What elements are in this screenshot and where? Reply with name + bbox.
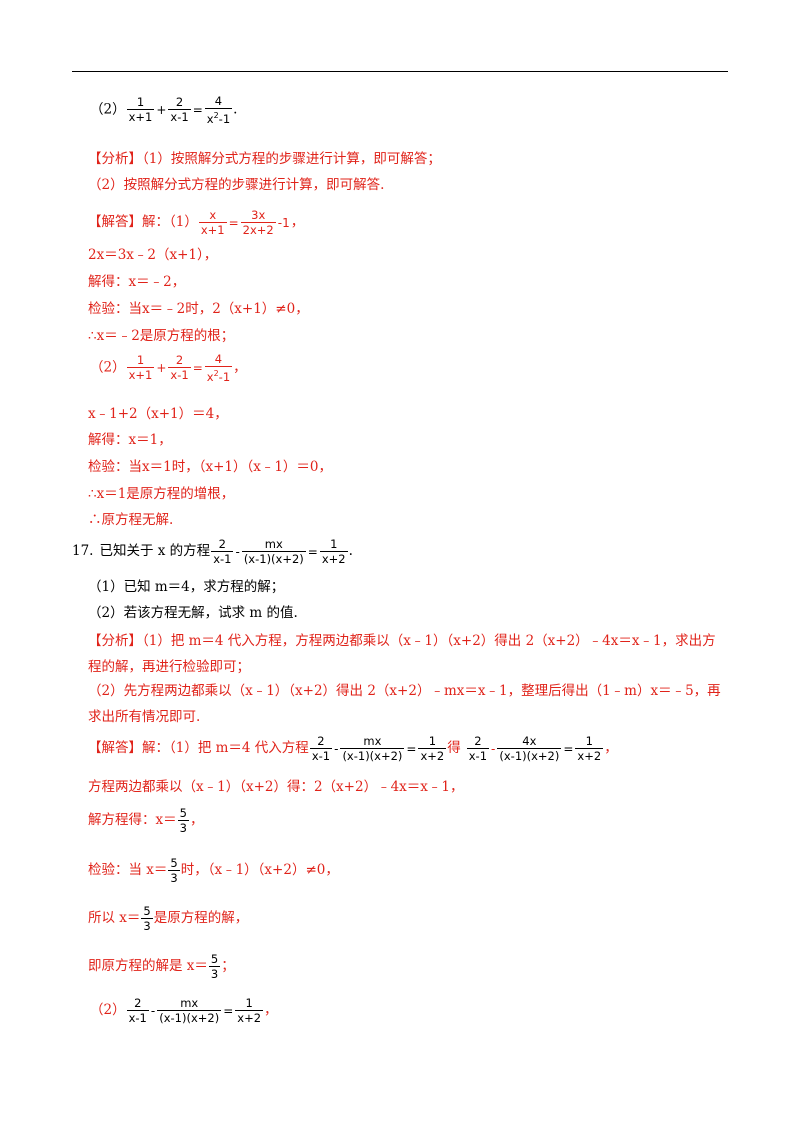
solution-step: ∴原方程无解. (88, 512, 174, 528)
question-part: （1）已知 m＝4，求方程的解； (88, 579, 285, 595)
fraction: 4x(x-1)(x+2) (497, 734, 562, 763)
analysis-line: 程的解，再进行检验即可； (88, 659, 250, 675)
solution-step: 解得：x＝﹣2， (88, 274, 186, 290)
solution-step: 检验：当x＝1时，（x+1）（x﹣1）＝0， (88, 459, 333, 475)
solution-step: 方程两边都乘以（x﹣1）（x+2）得：2（x+2）﹣4x＝x﹣1， (88, 779, 464, 795)
solution-step: 解得：x＝1， (88, 432, 172, 448)
fraction: mx(x-1)(x+2) (241, 537, 306, 566)
solution-step: ∴x＝1是原方程的增根， (88, 486, 235, 502)
part-label: （2） (90, 101, 126, 118)
question-number: 17. (72, 543, 94, 559)
question-part: （2）若该方程无解，试求 m 的值. (88, 605, 298, 621)
analysis-line: （2）先方程两边都乘以（x﹣1）（x+2）得出 2（x+2）﹣mx＝x﹣1，整理… (88, 683, 721, 699)
fraction: mx(x-1)(x+2) (340, 734, 405, 763)
solution-step: x﹣1+2（x+1）＝4， (88, 406, 228, 422)
solution-step: 检验：当x＝﹣2时，2（x+1）≠0， (88, 301, 309, 317)
header-rule (72, 71, 728, 72)
analysis-line: 【分析】（1）按照解分式方程的步骤进行计算，即可解答； (88, 151, 441, 167)
solution-step: 2x＝3x﹣2（x+1）， (88, 247, 218, 263)
analysis-line: 求出所有情况即可. (88, 709, 201, 725)
solution-step: ∴x＝﹣2是原方程的根； (88, 328, 235, 344)
fraction: mx(x-1)(x+2) (157, 996, 222, 1025)
analysis-line: 【分析】（1）把 m＝4 代入方程，方程两边都乘以（x﹣1）（x+2）得出 2（… (88, 633, 716, 649)
analysis-line: （2）按照解分式方程的步骤进行计算，即可解答. (88, 177, 385, 193)
